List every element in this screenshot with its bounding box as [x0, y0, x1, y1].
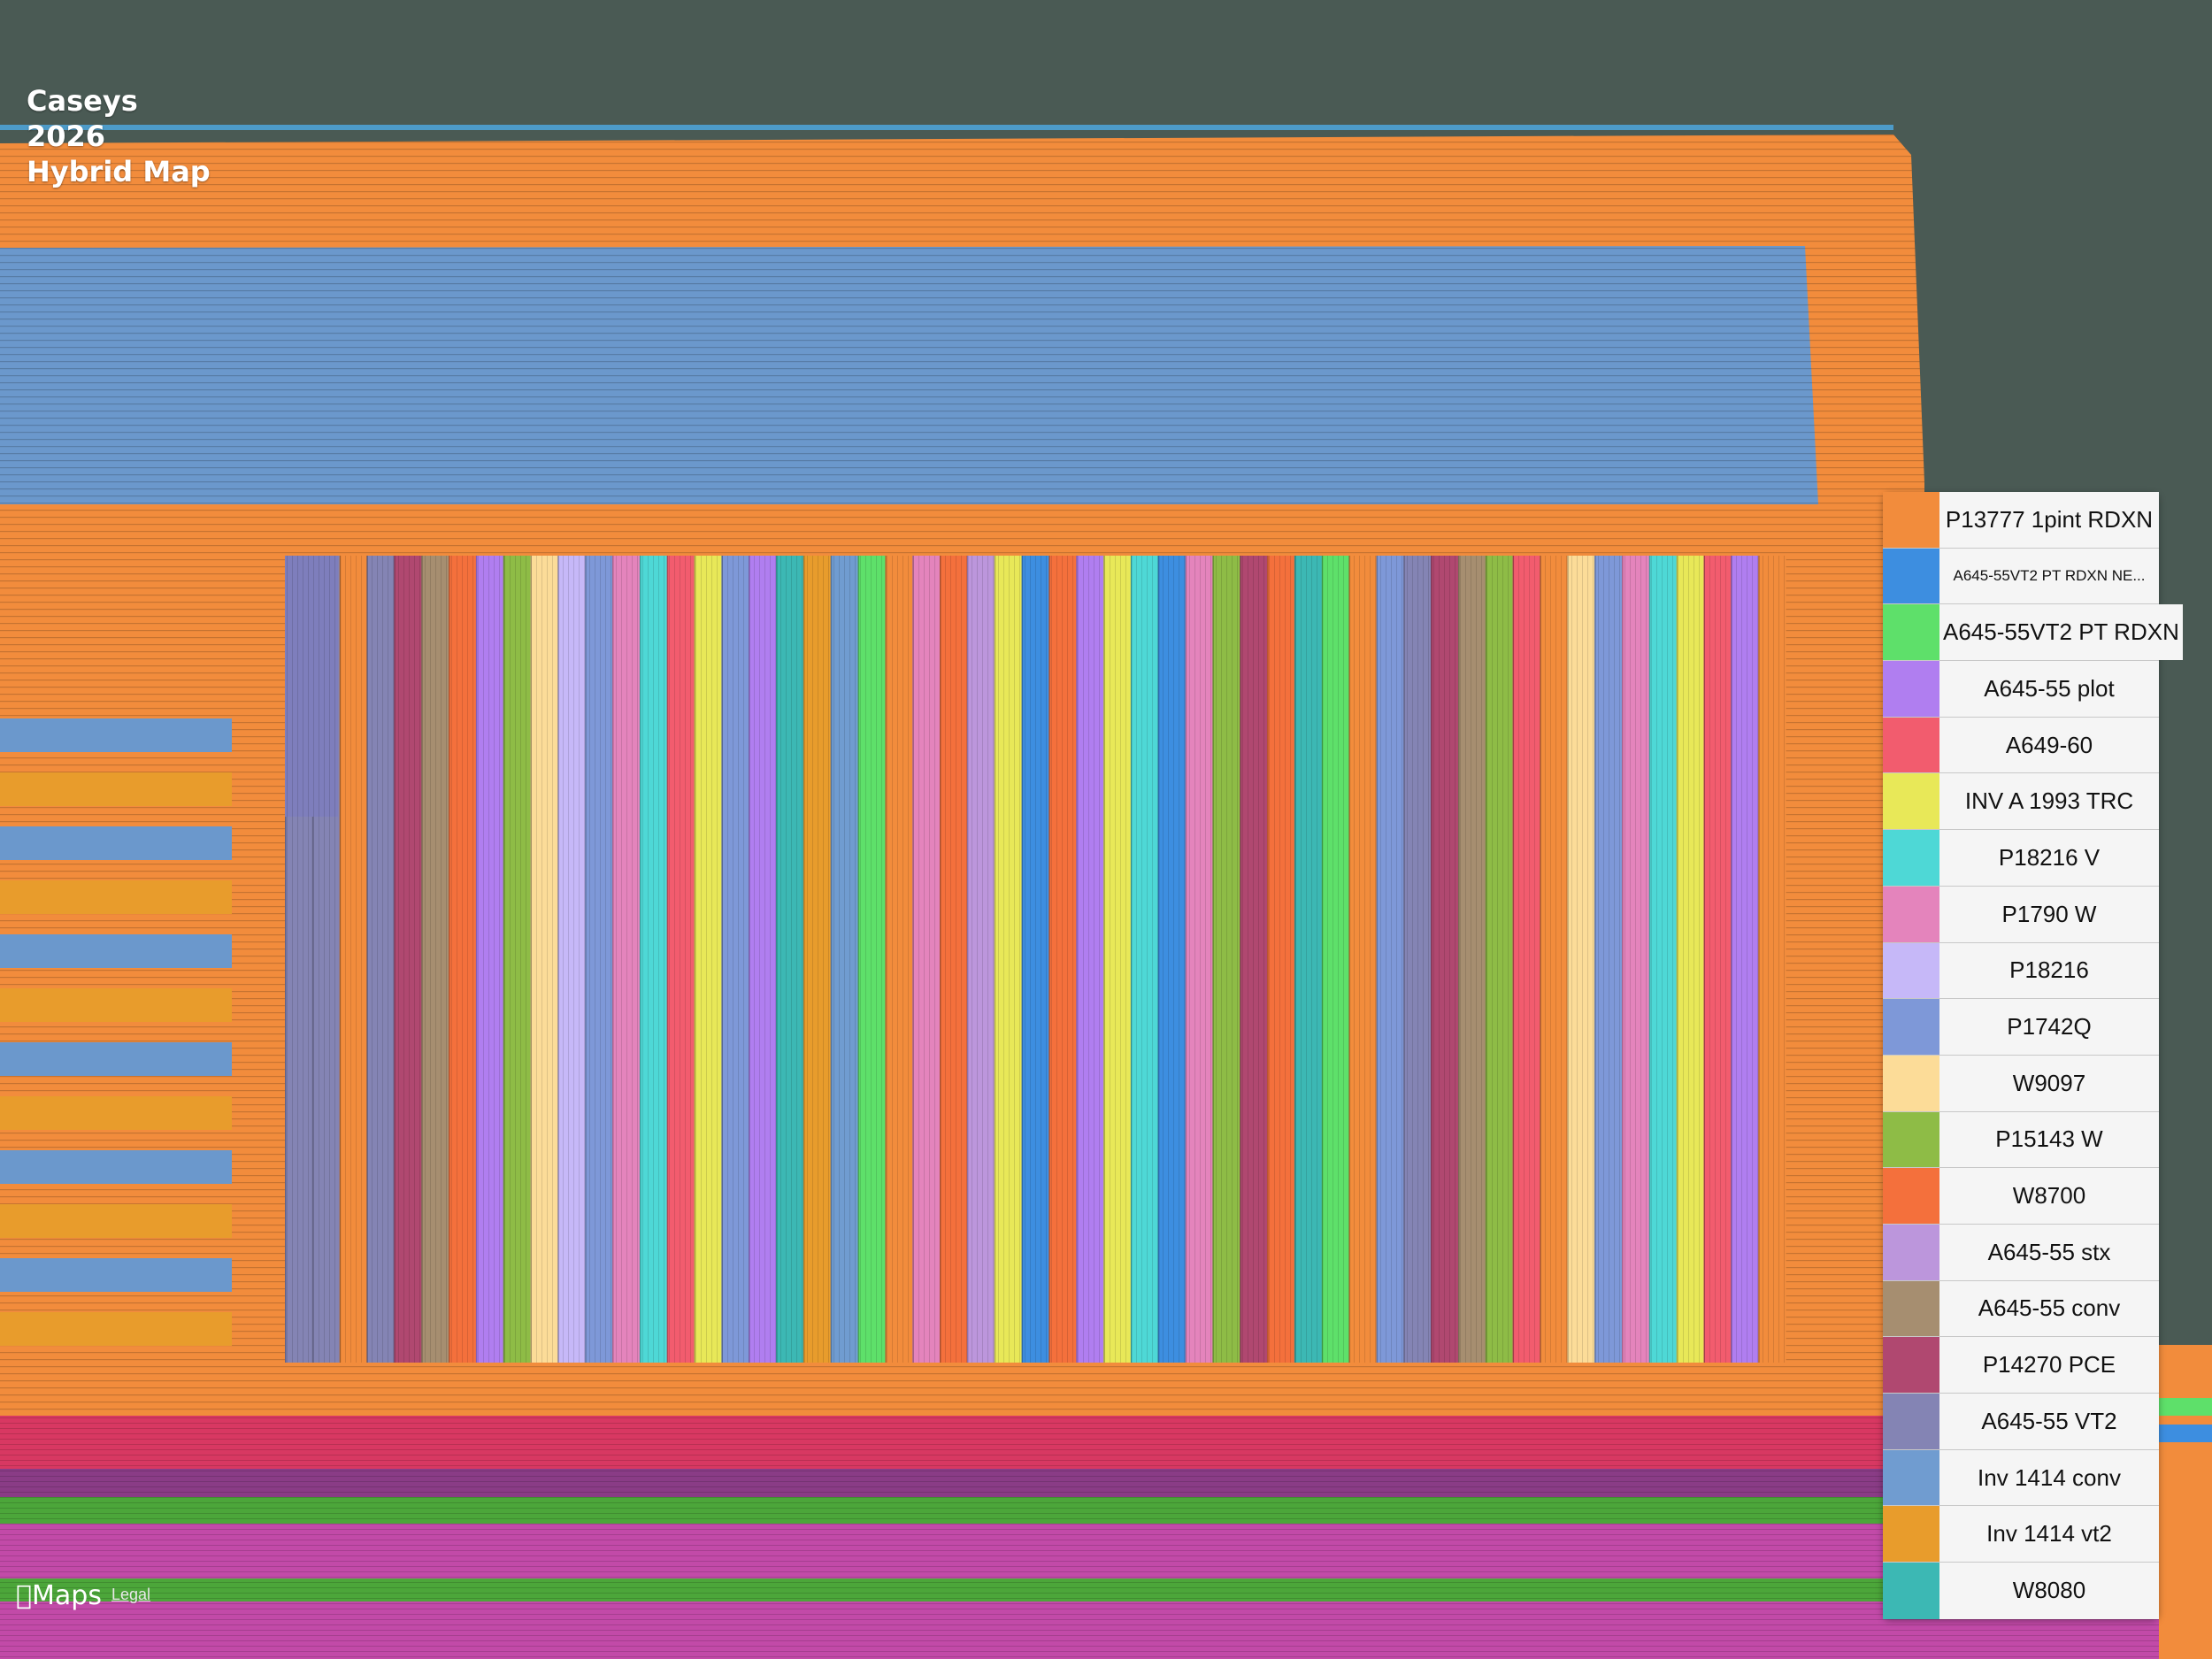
field-block-left [0, 826, 232, 860]
legend-swatch [1883, 1506, 1939, 1563]
legend-item: A645-55VT2 PT RDXN [1883, 604, 2183, 662]
legend-swatch [1883, 1168, 1939, 1224]
legend-swatch [1883, 773, 1939, 830]
legend-swatch [1883, 1111, 1939, 1168]
legend-label: P18216 V [1939, 830, 2159, 886]
field-block-left [0, 1096, 232, 1130]
legend-item: W8700 [1883, 1168, 2159, 1225]
legend-label: P18216 [1939, 942, 2159, 999]
legend-item: W8080 [1883, 1563, 2159, 1619]
legend-swatch [1883, 1449, 1939, 1506]
legend-swatch [1883, 830, 1939, 886]
legend-item: P15143 W [1883, 1111, 2159, 1169]
legend-label: A645-55 conv [1939, 1280, 2159, 1337]
legend-swatch [1883, 1055, 1939, 1111]
legend-label: A645-55 plot [1939, 661, 2159, 717]
legend-label: W8080 [1939, 1563, 2159, 1619]
legend-item: P18216 V [1883, 830, 2159, 887]
legend-label: A645-55 VT2 [1939, 1394, 2159, 1449]
legend-swatch [1883, 1337, 1939, 1393]
legend-item: P18216 [1883, 942, 2159, 1000]
legend-label: A645-55VT2 PT RDXN [1939, 604, 2183, 661]
legend-swatch [1883, 492, 1939, 548]
title-line-2: 2026 [27, 119, 106, 153]
legend-item: A645-55 VT2 [1883, 1394, 2159, 1450]
legend-label: W8700 [1939, 1168, 2159, 1224]
legend-item: A645-55 conv [1883, 1280, 2159, 1338]
field-right-edge [2159, 1345, 2212, 1659]
legend-label: P13777 1pint RDXN [1939, 492, 2159, 548]
legend-item: A645-55 stx [1883, 1224, 2159, 1281]
maps-label: Maps [16, 1580, 102, 1611]
legend-swatch [1883, 942, 1939, 999]
legend-label: P14270 PCE [1939, 1337, 2159, 1393]
field-block-left [0, 988, 232, 1022]
legend-item: W9097 [1883, 1055, 2159, 1112]
legend-item: P13777 1pint RDXN [1883, 492, 2159, 549]
legend-label: P1790 W [1939, 886, 2159, 942]
legend-item: INV A 1993 TRC [1883, 773, 2159, 831]
legend-label: P15143 W [1939, 1111, 2159, 1168]
legend-item: A645-55VT2 PT RDXN NE... [1883, 548, 2159, 605]
legend-label: Inv 1414 conv [1939, 1449, 2159, 1506]
field-block-left [0, 718, 232, 752]
legend-item: Inv 1414 conv [1883, 1449, 2159, 1507]
legend-item: Inv 1414 vt2 [1883, 1506, 2159, 1563]
legend-label: A649-60 [1939, 717, 2159, 773]
field-block-left [0, 1150, 232, 1184]
legend-label: A645-55 stx [1939, 1224, 2159, 1280]
road-line [0, 125, 1893, 130]
legal-link[interactable]: Legal [111, 1586, 151, 1603]
legend-swatch [1883, 661, 1939, 717]
legend-item: P14270 PCE [1883, 1337, 2159, 1394]
field-block-left [0, 772, 232, 806]
field-block-left [0, 1042, 232, 1076]
field-block-left [0, 934, 232, 968]
apple-maps-logo: Maps [16, 1580, 102, 1611]
legend-swatch [1883, 1280, 1939, 1337]
title-line-1: Caseys [27, 84, 138, 118]
legend-label: P1742Q [1939, 999, 2159, 1055]
field-block-left [0, 1258, 232, 1292]
legend-item: A649-60 [1883, 717, 2159, 774]
legend-label: INV A 1993 TRC [1939, 773, 2159, 830]
title-line-3: Hybrid Map [27, 155, 211, 188]
map-title: Caseys 2026 Hybrid Map [27, 83, 211, 189]
legend-item: A645-55 plot [1883, 661, 2159, 718]
legend-label: Inv 1414 vt2 [1939, 1506, 2159, 1563]
legend-swatch [1883, 1563, 1939, 1619]
field-block-left [0, 1312, 232, 1346]
legend-swatch [1883, 886, 1939, 942]
legend-swatch [1883, 717, 1939, 773]
legend-item: P1742Q [1883, 999, 2159, 1056]
field-block-left [0, 880, 232, 914]
legend-swatch [1883, 1394, 1939, 1449]
left-field-blocks [0, 718, 232, 1346]
legend-swatch [1883, 548, 1939, 604]
field-block-left [0, 1204, 232, 1238]
legend-item: P1790 W [1883, 886, 2159, 943]
legend-swatch [1883, 604, 1939, 661]
legend-label: W9097 [1939, 1055, 2159, 1111]
legend-swatch [1883, 1224, 1939, 1280]
legend-swatch [1883, 999, 1939, 1055]
legend-label: A645-55VT2 PT RDXN NE... [1939, 548, 2159, 604]
